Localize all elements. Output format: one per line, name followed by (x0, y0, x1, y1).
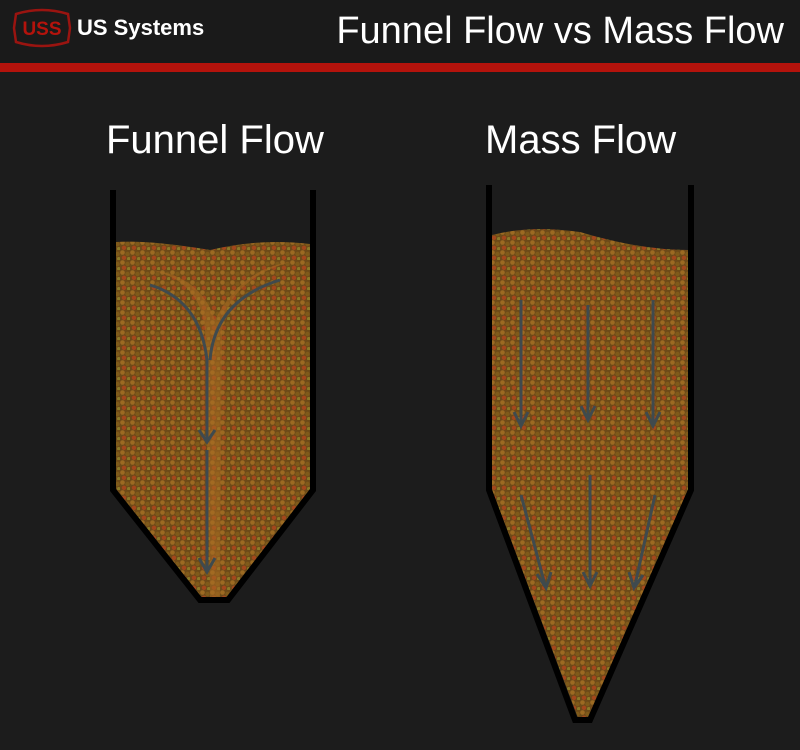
mass-flow-hopper (486, 185, 694, 723)
brand-name: US Systems (77, 15, 205, 40)
mass-material (492, 229, 688, 718)
uss-logo: USS (12, 8, 72, 48)
funnel-flow-arrows (149, 278, 281, 576)
funnel-wall (110, 190, 316, 603)
mass-wall (486, 185, 694, 723)
accent-bar (0, 63, 800, 72)
funnel-flow-label: Funnel Flow (106, 118, 324, 162)
svg-text:USS: USS (22, 19, 61, 40)
page-title: Funnel Flow vs Mass Flow (336, 10, 784, 52)
header: USS US Systems Funnel Flow vs Mass Flow (0, 0, 800, 63)
mass-flow-arrows (512, 300, 662, 592)
funnel-flow-hopper (110, 190, 316, 603)
mass-flow-label: Mass Flow (485, 118, 677, 162)
funnel-flow-channel (150, 262, 290, 600)
